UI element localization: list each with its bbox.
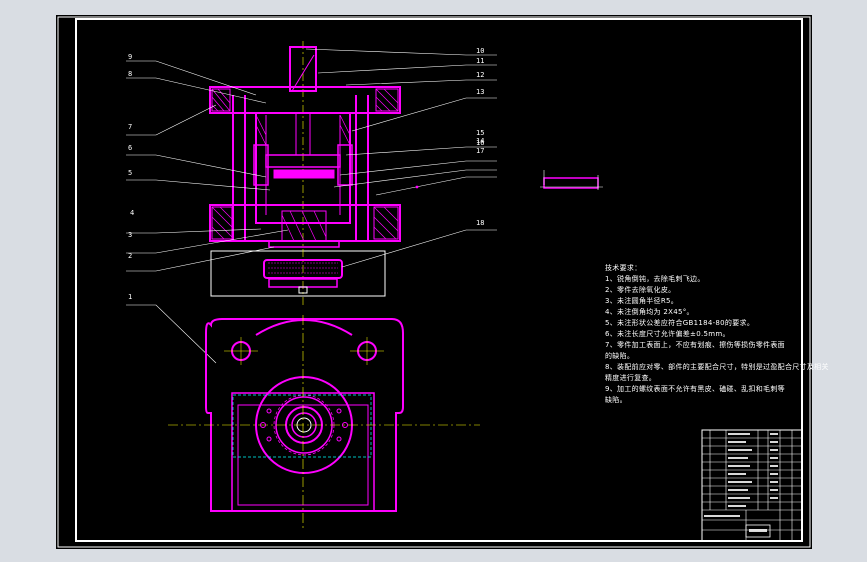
note-line: 9、加工的螺纹表面不允许有黑皮、磕碰、乱扣和毛刺等 bbox=[605, 385, 785, 393]
inner-frame bbox=[75, 18, 803, 542]
callout-6: 6 bbox=[128, 144, 132, 152]
leaders-left bbox=[126, 60, 289, 364]
outer-frame bbox=[57, 16, 811, 548]
callout-1: 1 bbox=[128, 293, 132, 301]
note-line: 缺陷。 bbox=[605, 396, 627, 404]
top-view bbox=[168, 315, 480, 531]
note-line: 5、未注形状公差应符合GB1184-80的要求。 bbox=[605, 319, 755, 327]
callout-4: 4 bbox=[130, 209, 134, 217]
callout-10: 10 bbox=[476, 47, 484, 55]
callout-13: 13 bbox=[476, 88, 484, 96]
note-line: 的缺陷。 bbox=[605, 352, 635, 360]
callout-16: 16 bbox=[476, 139, 484, 147]
title-block bbox=[701, 429, 803, 542]
die-body bbox=[255, 112, 351, 224]
note-line: 4、未注倒角均为 2X45°。 bbox=[605, 308, 694, 316]
note-line: 7、零件加工表面上，不应有划痕、擦伤等损伤零件表面 bbox=[605, 341, 785, 349]
leaders-right bbox=[305, 48, 497, 268]
callout-14: 14 bbox=[476, 137, 484, 145]
detail-view bbox=[540, 170, 603, 190]
title-block-text bbox=[704, 433, 778, 532]
knurled-knob bbox=[263, 259, 343, 279]
callout-7: 7 bbox=[128, 123, 132, 131]
callout-18: 18 bbox=[476, 219, 484, 227]
callout-3: 3 bbox=[128, 231, 132, 239]
note-line: 6、未注长度尺寸允许偏差±0.5mm。 bbox=[605, 330, 730, 338]
callout-labels: 9 8 7 6 5 4 3 2 1 10 11 12 13 14 15 16 1… bbox=[128, 47, 484, 301]
callout-5: 5 bbox=[128, 169, 132, 177]
callout-15: 15 bbox=[476, 129, 484, 137]
callout-17: 17 bbox=[476, 147, 484, 155]
front-view bbox=[209, 41, 401, 305]
notes-title: 技术要求： bbox=[605, 264, 642, 272]
punch bbox=[289, 46, 317, 92]
callout-9: 9 bbox=[128, 53, 132, 61]
callout-8: 8 bbox=[128, 70, 132, 78]
technical-requirements: 技术要求： 1、锐角倒钝，去除毛刺飞边。 2、零件去除氧化皮。 3、未注圆角半径… bbox=[605, 263, 845, 406]
note-line: 1、锐角倒钝，去除毛刺飞边。 bbox=[605, 275, 705, 283]
base-plate bbox=[210, 250, 386, 297]
note-line: 8、装配前应对零、部件的主要配合尺寸，特别是过盈配合尺寸及相关精度进行复查。 bbox=[605, 363, 829, 382]
callout-2: 2 bbox=[128, 252, 132, 260]
callout-12: 12 bbox=[476, 71, 484, 79]
callout-11: 11 bbox=[476, 57, 484, 65]
note-line: 3、未注圆角半径R5。 bbox=[605, 297, 679, 305]
hidden-outline bbox=[232, 394, 372, 458]
drawing-sheet: 9 8 7 6 5 4 3 2 1 10 11 12 13 14 15 16 1… bbox=[56, 15, 828, 549]
note-line: 2、零件去除氧化皮。 bbox=[605, 286, 676, 294]
marker-dot bbox=[415, 185, 419, 189]
cad-drawing: 9 8 7 6 5 4 3 2 1 10 11 12 13 14 15 16 1… bbox=[57, 16, 811, 548]
